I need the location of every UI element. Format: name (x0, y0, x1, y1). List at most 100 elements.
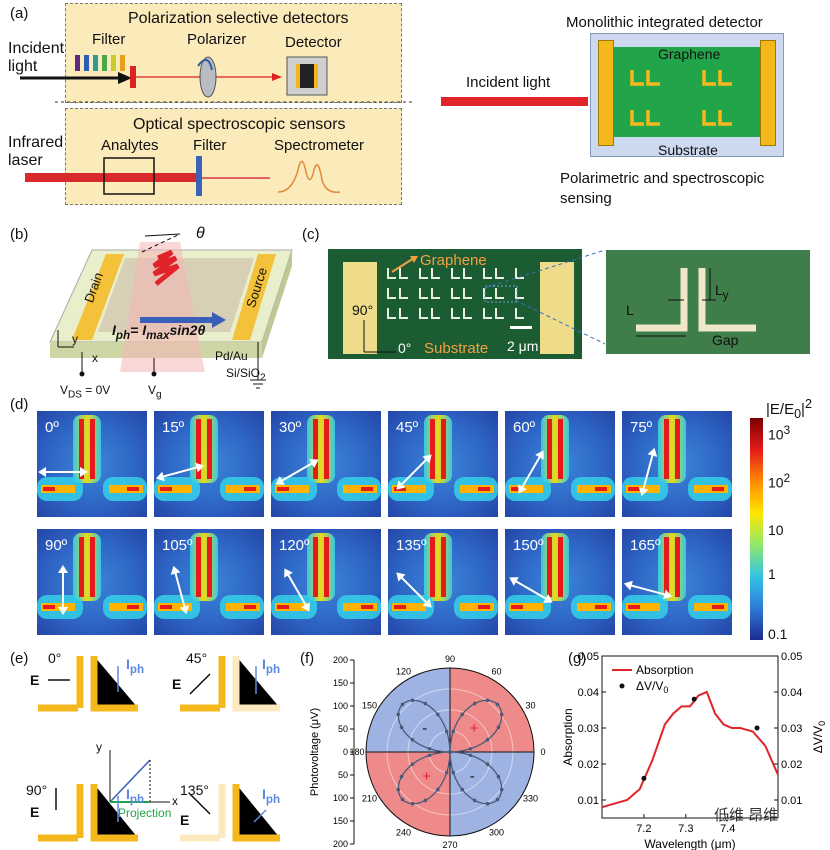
polarization-arrow-icon (38, 467, 88, 477)
theta-label: θ (196, 225, 205, 242)
heatmap-angle-label: 15º (162, 419, 185, 436)
mech-0-label: 0° (48, 650, 62, 666)
eq-mid: = I (130, 322, 147, 338)
heatmap-angle-label: 150º (513, 537, 544, 554)
cb-title-end: | (801, 401, 805, 418)
incident-light-beam (441, 97, 588, 106)
sem-graphene-label: Graphene (420, 252, 487, 269)
vds-v: V (60, 383, 69, 397)
incident-light-label-2: light (8, 58, 38, 75)
y-axis-label: Absorption (561, 708, 575, 765)
polar-data-point (495, 797, 500, 802)
polar-angle-tick: 240 (396, 828, 411, 838)
cb-tick-0.1: 0.1 (768, 626, 788, 642)
sem-scale-bar (510, 326, 532, 329)
heatmap-tile: 135º (387, 528, 499, 636)
polar-data-point (472, 701, 477, 706)
sem-graphene-arrow (391, 256, 418, 273)
panel-label-f: (f) (300, 650, 315, 667)
polar-angle-tick: 270 (442, 840, 457, 850)
legend-dv-label: ΔV/V0 (636, 679, 668, 695)
dv-data-point (641, 775, 647, 781)
mech-0deg (38, 656, 138, 712)
heatmap-angle-label: 75º (630, 419, 653, 436)
heatmap-angle-label: 120º (279, 537, 310, 554)
x-tick-label: 7.2 (636, 823, 651, 835)
heatmap-tile: 30º (270, 410, 382, 518)
sisio2-text: Si/SiO (226, 366, 261, 380)
zoom-Ly-label: Ly (715, 282, 729, 302)
vds-sub: DS (68, 389, 82, 401)
polar-data-point (468, 753, 473, 758)
polar-angle-tick: 150 (362, 701, 377, 711)
polar-quadrant (450, 668, 534, 752)
polar-data-point (468, 746, 473, 751)
incident-light-label-1: Incident (8, 40, 65, 57)
polar-radial-tick: 200 (333, 839, 348, 849)
mech-135deg (180, 784, 280, 842)
sem-zoom-lines (484, 249, 605, 345)
panel-label-c: (c) (302, 226, 320, 243)
eq-sub-max: max (146, 328, 170, 342)
polar-data-point (451, 770, 456, 775)
filter-label: Filter (92, 31, 126, 48)
polar-radial-tick: 50 (338, 770, 348, 780)
sisio2-label: Si/SiO2 (226, 366, 266, 383)
polar-radial-tick: 150 (333, 816, 348, 826)
polar-angle-tick: 30 (526, 701, 536, 711)
spectroscopic-diagram (25, 156, 341, 196)
y-tick-label-right: 0.02 (781, 759, 802, 771)
E-label-135: E (180, 812, 190, 828)
polar-radial-tick: 100 (333, 701, 348, 711)
infrared-laser-label-1: Infrared (8, 134, 64, 151)
legend-dv-swatch (619, 683, 625, 689)
axis-x-label: x (92, 351, 98, 365)
infrared-laser-label-2: laser (8, 152, 43, 169)
Iph-label-90: Iph (126, 786, 144, 806)
detector-electrode-right (760, 40, 776, 146)
Iph-label-45: Iph (262, 656, 280, 676)
cb-tick-1: 1 (768, 566, 776, 582)
Iph-label-0: Iph (126, 656, 144, 676)
heatmap-angle-label: 90º (45, 537, 68, 554)
polar-data-point (499, 787, 504, 792)
polar-sign-label: - (422, 720, 427, 737)
heatmap-tile: 150º (504, 528, 616, 636)
monolithic-title: Monolithic integrated detector (566, 14, 763, 31)
polar-data-point (485, 762, 490, 767)
dv-data-point (754, 725, 760, 731)
heatmap-angle-label: 105º (162, 537, 193, 554)
cb-tick-10: 10 (768, 522, 784, 538)
polar-data-point (396, 712, 401, 717)
heatmap-angle-label: 60º (513, 419, 536, 436)
colorbar-title: |E/E0|2 (766, 397, 812, 421)
mech-45deg (180, 656, 280, 712)
sensing-label-2: sensing (560, 190, 612, 207)
spectrometer-label: Spectrometer (274, 137, 365, 154)
polarizer-label: Polarizer (187, 31, 247, 48)
E-label-90: E (30, 804, 40, 820)
y-tick-label: 0.04 (578, 687, 599, 699)
proj-x-label: x (172, 794, 178, 808)
heatmap-tile: 15º (153, 410, 265, 518)
polar-data-point (399, 725, 404, 730)
polar-data-point (485, 737, 490, 742)
sem-zoom-image (606, 250, 810, 354)
vg-sub: g (156, 389, 162, 401)
polar-data-point (400, 702, 405, 707)
polar-data-point (451, 729, 456, 734)
x-tick-label: 7.3 (678, 823, 693, 835)
polar-sign-label: - (470, 768, 475, 785)
polar-data-point (496, 774, 501, 779)
zoom-Ly-sub: y (722, 288, 729, 302)
polar-angle-tick: 0 (540, 747, 545, 757)
filter2-label: Filter (193, 137, 227, 154)
y-tick-label-right: 0.05 (781, 651, 802, 663)
polar-data-point (460, 787, 465, 792)
cb-tick-base-1: 10 (768, 474, 784, 491)
mechanism-diagrams (38, 656, 280, 842)
analytes-label: Analytes (101, 137, 159, 154)
y-tick-label: 0.05 (578, 651, 599, 663)
y-tick-label-right: 0.03 (781, 723, 802, 735)
